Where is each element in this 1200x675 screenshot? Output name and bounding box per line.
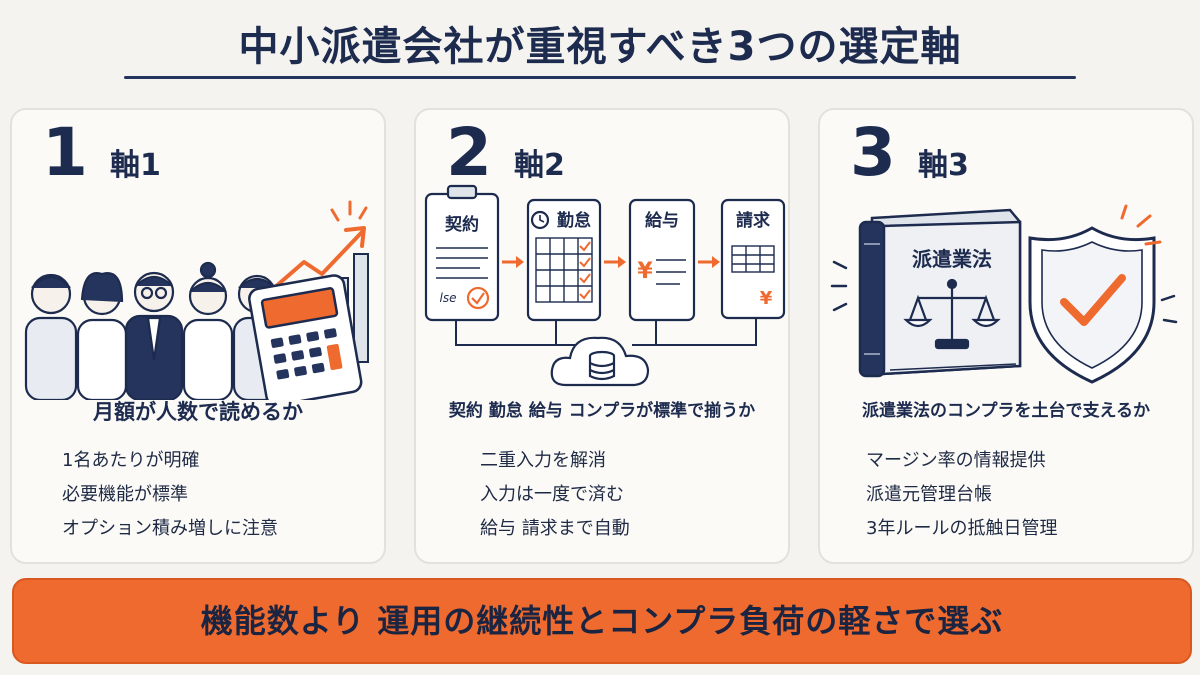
signature-mark: lse — [440, 291, 457, 305]
axis-label: 軸2 — [514, 148, 565, 183]
list-item: 1名あたりが明確 — [62, 450, 200, 471]
attendance-icon — [526, 198, 602, 322]
yen-symbol: ¥ — [760, 288, 773, 309]
list-item: 給与 請求まで自動 — [480, 518, 630, 539]
title-underline — [124, 76, 1076, 79]
list-item: 3年ルールの抵触日管理 — [866, 518, 1058, 539]
trend-arrow-icon — [272, 226, 366, 290]
emphasis-marks-icon — [830, 260, 848, 312]
axis-panel-1: 1 軸1 — [10, 108, 386, 564]
axis-heading: 契約 勤怠 給与 コンプラが標準で揃うか — [448, 401, 756, 421]
list-item: 入力は一度で済む — [480, 484, 624, 505]
axis-panel-3: 3 軸3 派遣業法 — [818, 108, 1194, 564]
shield-check-icon — [1028, 226, 1156, 384]
emphasis-marks-icon — [1160, 294, 1178, 324]
axis-label: 軸1 — [110, 148, 161, 183]
calculator-icon — [248, 274, 363, 400]
flow-arrow-icon — [698, 256, 720, 268]
axis-number: 2 — [446, 114, 492, 191]
axis-bullets: 1名あたりが明確 必要機能が標準 オプション積み増しに注意 — [62, 444, 278, 546]
flow-label-payroll: 給与 — [645, 210, 679, 231]
workflow-illustration: 契約 lse — [424, 184, 786, 387]
law-book-icon — [858, 208, 1022, 378]
banner-text: 機能数より 運用の継続性とコンプラ負荷の軽さで選ぶ — [200, 602, 1004, 640]
person-4 — [182, 261, 234, 400]
list-item: マージン率の情報提供 — [866, 450, 1046, 471]
axis-bullets: 二重入力を解消 入力は一度で済む 給与 請求まで自動 — [480, 444, 630, 546]
payroll-icon — [628, 198, 696, 322]
sparkle-icon — [330, 200, 368, 222]
axis-heading: 派遣業法のコンプラを土台で支えるか — [862, 401, 1150, 421]
scales-icon — [903, 278, 1001, 350]
page-title: 中小派遣会社が重視すべき3つの選定軸 — [238, 24, 962, 70]
axis-number: 1 — [42, 114, 88, 191]
sparkle-icon — [1120, 204, 1162, 246]
book-title: 派遣業法 — [912, 247, 992, 271]
axis-heading: 月額が人数で読めるか — [93, 400, 303, 424]
conclusion-banner: 機能数より 運用の継続性とコンプラ負荷の軽さで選ぶ — [12, 578, 1192, 664]
axis-label: 軸3 — [918, 148, 969, 183]
flow-arrow-icon — [604, 256, 626, 268]
invoice-icon — [720, 198, 786, 320]
person-1 — [24, 273, 78, 400]
axis-bullets: マージン率の情報提供 派遣元管理台帳 3年ルールの抵触日管理 — [866, 444, 1057, 546]
person-2 — [76, 271, 128, 400]
list-item: 二重入力を解消 — [480, 450, 606, 471]
law-book-shield-illustration: 派遣業法 — [830, 204, 1178, 384]
flow-label-contract: 契約 — [444, 214, 479, 235]
axis-number: 3 — [850, 114, 896, 191]
person-3 — [124, 271, 184, 400]
yen-symbol: ¥ — [637, 259, 653, 284]
contract-icon — [424, 184, 500, 322]
cloud-connectors — [455, 310, 757, 346]
people-calculator-illustration — [24, 200, 369, 400]
flow-arrow-icon — [502, 256, 524, 268]
axis-panel-2: 2 軸2 — [414, 108, 790, 564]
people-icon — [24, 261, 282, 400]
flow-label-invoice: 請求 — [736, 210, 770, 231]
flow-label-attendance: 勤怠 — [557, 210, 591, 231]
list-item: 派遣元管理台帳 — [866, 484, 992, 505]
list-item: 必要機能が標準 — [62, 484, 188, 505]
cloud-database-icon — [550, 336, 650, 387]
list-item: オプション積み増しに注意 — [62, 518, 278, 539]
